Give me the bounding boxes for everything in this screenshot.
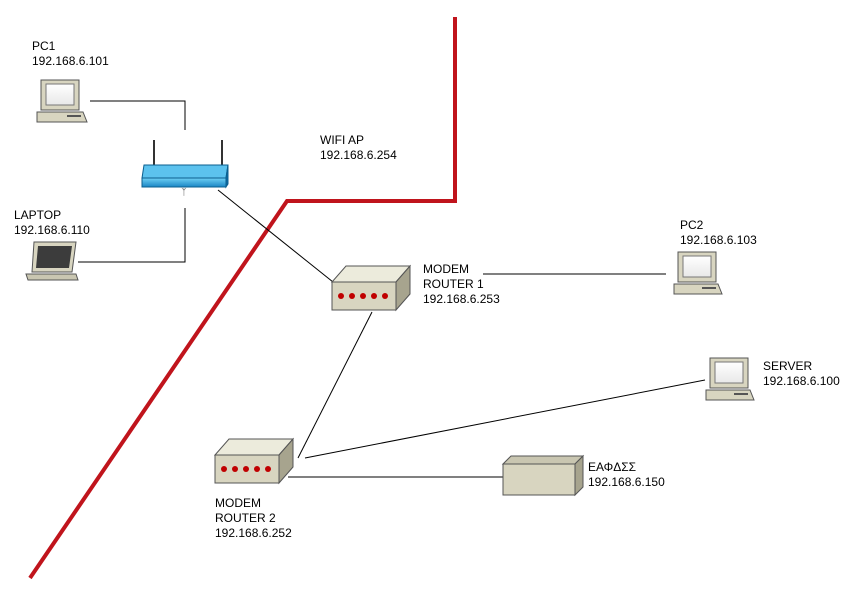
router1-ip: 192.168.6.253 [423, 292, 500, 306]
pc1-ip: 192.168.6.101 [32, 54, 109, 68]
wifi-ap-label: WIFI AP 192.168.6.254 [320, 133, 397, 163]
server-ip: 192.168.6.100 [763, 374, 840, 388]
wifi-ap-name: WIFI AP [320, 133, 365, 147]
router2-line2: ROUTER 2 [215, 511, 276, 525]
router1-line1: MODEM [423, 262, 469, 276]
server-name: SERVER [763, 359, 813, 373]
modem-router-icon [213, 437, 295, 485]
pc2-name: PC2 [680, 218, 704, 232]
pc2-ip: 192.168.6.103 [680, 233, 757, 247]
eafdss-ip: 192.168.6.150 [588, 475, 665, 489]
router2-line1: MODEM [215, 496, 261, 510]
laptop-label: LAPTOP 192.168.6.110 [14, 208, 90, 238]
link-router1-router2 [297, 311, 373, 459]
pc1-label: PC1 192.168.6.101 [32, 39, 109, 69]
link-wifi-ap-router1 [217, 189, 334, 283]
router2-ip: 192.168.6.252 [215, 526, 292, 540]
server-label: SERVER 192.168.6.100 [763, 359, 840, 389]
pc1-name: PC1 [32, 39, 56, 53]
desktop-computer-icon [673, 251, 723, 295]
eafdss-name: ΕΑΦΔΣΣ [588, 460, 637, 474]
fiscal-device-icon [501, 454, 585, 497]
wifi-ap-ip: 192.168.6.254 [320, 148, 397, 162]
network-links [78, 100, 706, 478]
modem-router-icon [330, 264, 412, 312]
router1-label: MODEM ROUTER 1 192.168.6.253 [423, 262, 500, 307]
wireless-access-point-icon: ᛉ [141, 140, 229, 198]
network-boundary-line [28, 17, 457, 580]
router2-label: MODEM ROUTER 2 192.168.6.252 [215, 496, 292, 541]
router1-line2: ROUTER 1 [423, 277, 484, 291]
eafdss-label: ΕΑΦΔΣΣ 192.168.6.150 [588, 460, 665, 490]
desktop-computer-icon [36, 79, 88, 123]
svg-text:ᛉ: ᛉ [181, 187, 186, 198]
pc2-label: PC2 192.168.6.103 [680, 218, 757, 248]
laptop-icon [25, 241, 79, 281]
link-laptop-wifi-ap [78, 208, 186, 263]
link-pc1-wifi-ap [90, 100, 186, 130]
desktop-computer-icon [705, 357, 755, 401]
laptop-name: LAPTOP [14, 208, 62, 222]
link-router2-server [304, 379, 706, 459]
laptop-ip: 192.168.6.110 [14, 223, 90, 237]
